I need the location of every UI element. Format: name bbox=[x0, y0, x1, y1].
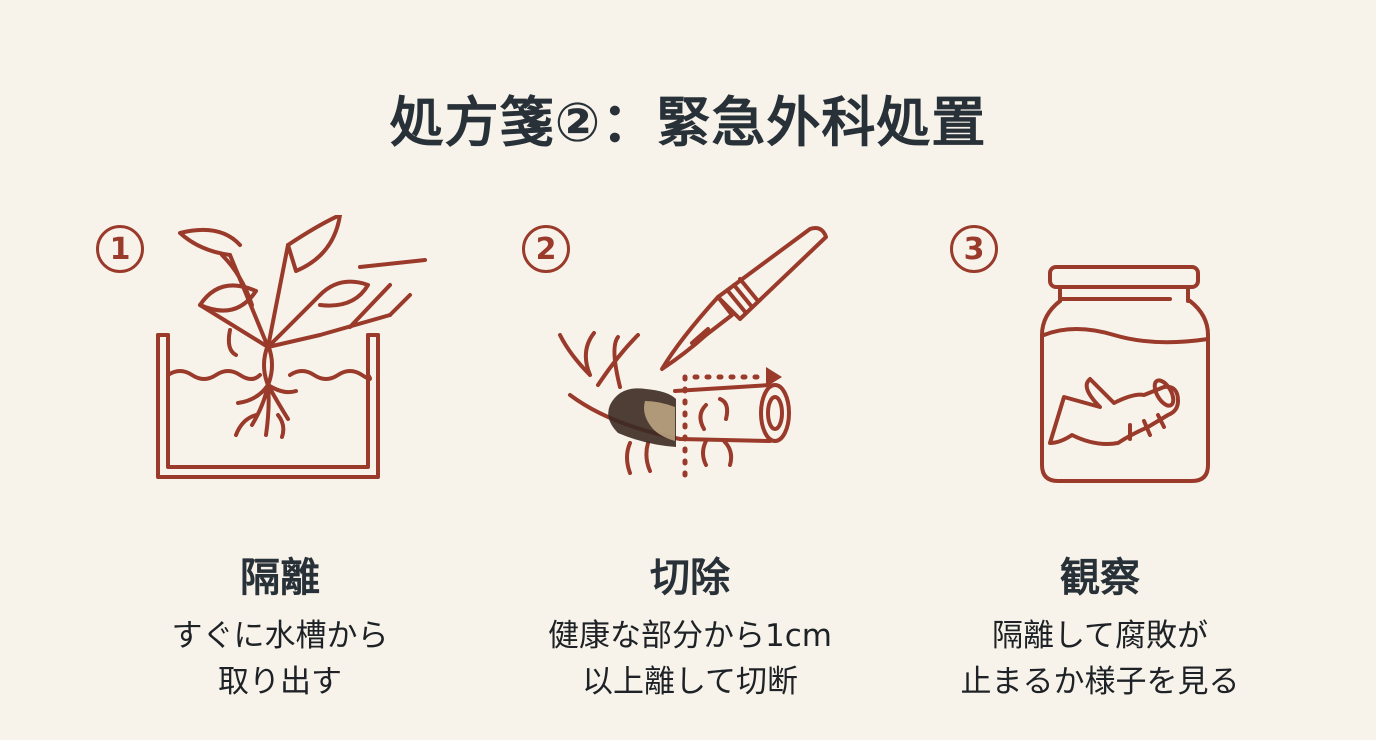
scalpel-cutting-rhizome-icon bbox=[558, 226, 828, 488]
step-description: すぐに水槽から 取り出す bbox=[171, 618, 389, 700]
step-label: 観察 bbox=[1060, 555, 1140, 601]
rhizome-in-jar-icon bbox=[1040, 265, 1210, 483]
step-isolate: 1 隔離 すぐに水槽から 取り出す bbox=[60, 215, 500, 715]
step-number-badge: 2 bbox=[522, 225, 570, 273]
step-excise: 2 切除 健康な部分から1cm 以上離して切断 bbox=[470, 215, 910, 715]
page-title: 処方箋②：緊急外科処置 bbox=[389, 91, 987, 154]
step-label: 切除 bbox=[650, 555, 730, 601]
step-number-badge: 1 bbox=[96, 225, 144, 273]
step-description: 健康な部分から1cm 以上離して切断 bbox=[548, 618, 832, 700]
plant-in-water-tank-icon bbox=[156, 215, 427, 479]
step-description: 隔離して腐敗が 止まるか様子を見る bbox=[960, 618, 1240, 700]
step-number-badge: 3 bbox=[950, 225, 998, 273]
step-observe: 3 観察 隔離して腐敗が 止まるか様子を見る bbox=[880, 215, 1320, 715]
step-label: 隔離 bbox=[240, 555, 320, 601]
